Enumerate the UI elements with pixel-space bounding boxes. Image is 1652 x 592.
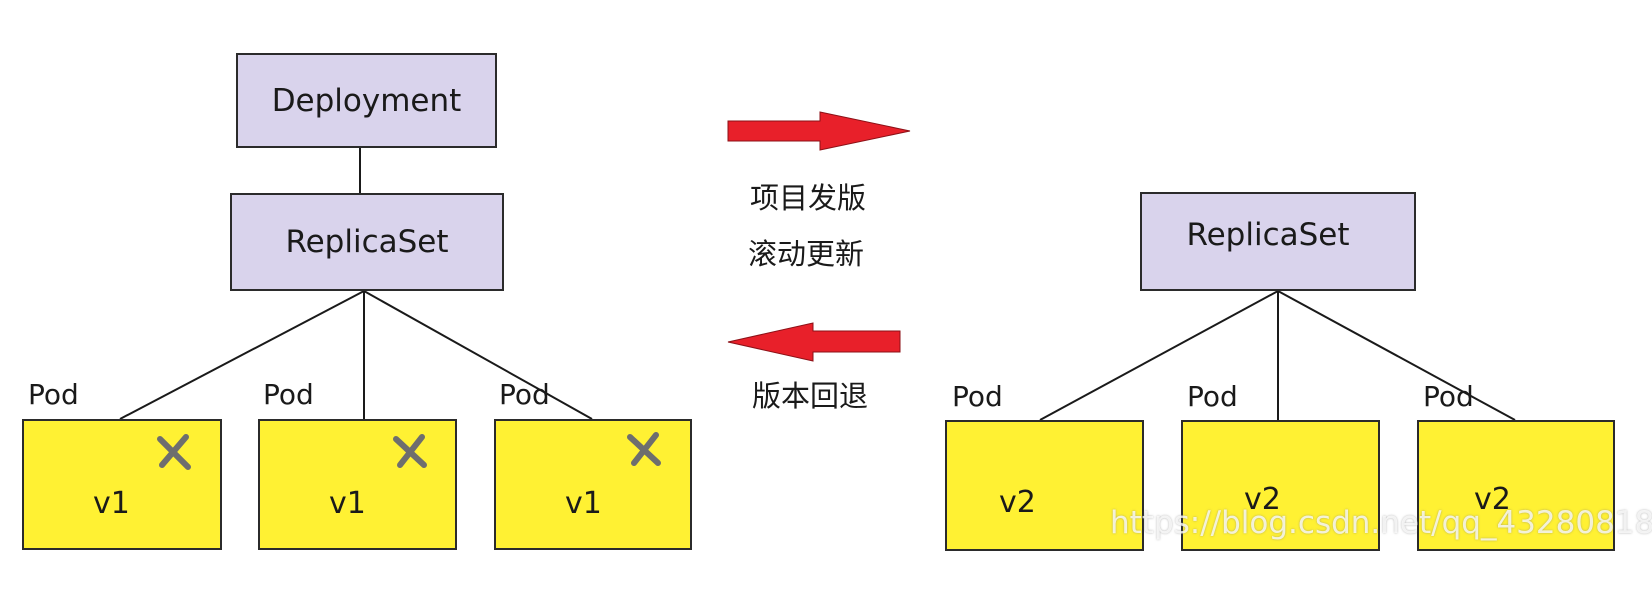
left-replicaset-label: ReplicaSet bbox=[285, 224, 449, 260]
right-replicaset-label: ReplicaSet bbox=[1186, 216, 1350, 253]
left-pod-2: v1 bbox=[258, 419, 457, 550]
pod-version: v2 bbox=[999, 485, 1036, 520]
pod-version: v1 bbox=[565, 486, 602, 521]
right-pod-label-1: Pod bbox=[952, 380, 1003, 413]
forward-caption-rolling-update: 滚动更新 bbox=[748, 237, 865, 271]
terminated-cross-icon bbox=[627, 432, 661, 466]
terminated-cross-icon bbox=[157, 434, 191, 470]
left-pod-label-1: Pod bbox=[28, 378, 79, 411]
deployment-label: Deployment bbox=[271, 82, 462, 119]
left-pod-label-3: Pod bbox=[499, 378, 550, 411]
pod-version: v2 bbox=[1244, 482, 1281, 517]
forward-arrow bbox=[727, 111, 911, 151]
right-pod-2: v2 bbox=[1181, 420, 1380, 551]
left-connector-pod-1 bbox=[119, 290, 365, 420]
back-caption-rollback: 版本回退 bbox=[752, 379, 869, 413]
right-pod-3: v2 bbox=[1417, 420, 1615, 551]
right-pod-label-2: Pod bbox=[1187, 380, 1238, 413]
left-pod-1: v1 bbox=[22, 419, 222, 550]
pod-version: v1 bbox=[329, 486, 366, 521]
right-connector-pod-1 bbox=[1039, 290, 1279, 421]
forward-caption-release: 项目发版 bbox=[750, 181, 867, 215]
left-pod-label-2: Pod bbox=[263, 378, 314, 411]
left-replicaset-box: ReplicaSet bbox=[230, 193, 504, 291]
right-pod-label-3: Pod bbox=[1423, 380, 1474, 413]
left-connector-pod-3 bbox=[363, 290, 593, 420]
terminated-cross-icon bbox=[393, 434, 427, 468]
pod-version: v2 bbox=[1474, 482, 1511, 517]
back-arrow bbox=[727, 322, 901, 362]
deployment-box: Deployment bbox=[236, 53, 497, 148]
left-pod-3: v1 bbox=[494, 419, 692, 550]
right-pod-1: v2 bbox=[945, 420, 1144, 551]
pod-version: v1 bbox=[93, 486, 130, 521]
right-connector-pod-3 bbox=[1277, 290, 1516, 421]
watermark: https://blog.csdn.net/qq_43280818 bbox=[1110, 505, 1652, 541]
right-replicaset-box: ReplicaSet bbox=[1140, 192, 1416, 291]
